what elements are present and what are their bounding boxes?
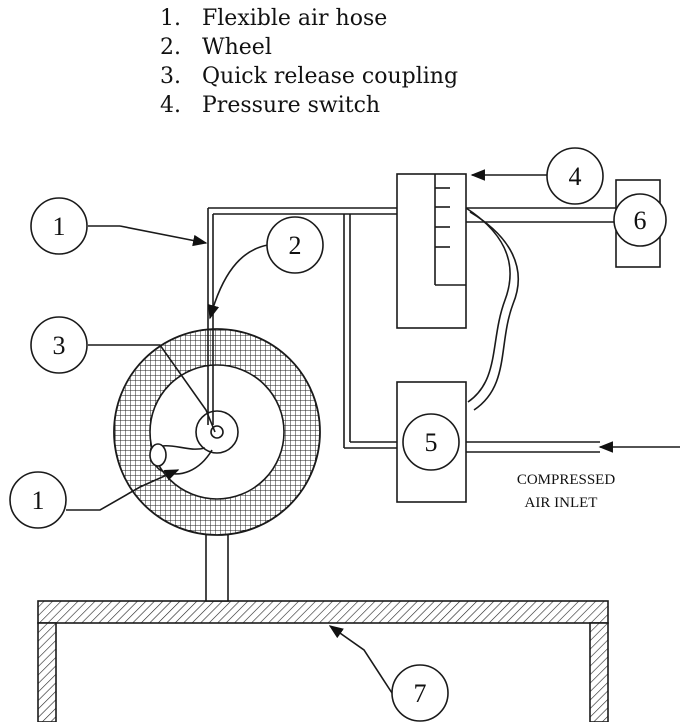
legend-item-2: 2. Wheel (160, 33, 458, 62)
inlet-label-line2: AIR INLET (525, 495, 598, 511)
signal-wire (469, 211, 520, 411)
legend-number: 3. (160, 64, 181, 89)
callout-4: 4 (546, 147, 604, 205)
legend-item-3: 3. Quick release coupling (160, 62, 458, 91)
air-lines (207, 207, 616, 453)
parts-legend: 1. Flexible air hose 2. Wheel 3. Quick r… (160, 4, 458, 120)
callout-label: 1 (53, 212, 66, 241)
legend-label: Quick release coupling (202, 64, 459, 89)
leader-arrow (207, 244, 269, 320)
legend-number: 4. (160, 93, 181, 118)
legend-item-1: 1. Flexible air hose (160, 4, 458, 33)
callout-3: 3 (30, 316, 88, 374)
legend-number: 1. (160, 6, 181, 31)
callout-5: 5 (402, 413, 460, 471)
inlet-label-line1: COMPRESSED (517, 472, 616, 488)
callout-label: 4 (569, 162, 582, 191)
callout-label: 5 (425, 428, 438, 457)
leader-arrow (119, 225, 208, 247)
legend-label: Flexible air hose (202, 6, 388, 31)
tyre-valve (149, 443, 167, 467)
callout-label: 2 (289, 231, 302, 260)
legend-item-4: 4. Pressure switch (160, 91, 458, 120)
callout-label: 3 (53, 331, 66, 360)
signal-wire (465, 207, 511, 403)
leader-line (88, 344, 216, 433)
legend-label: Pressure switch (202, 93, 381, 118)
pressure-switch (396, 173, 467, 329)
callout-1-bottom: 1 (9, 471, 67, 529)
callout-7: 7 (391, 664, 449, 722)
callout-label: 1 (32, 486, 45, 515)
callout-1-top: 1 (30, 197, 88, 255)
legend-number: 2. (160, 35, 181, 60)
leader-arrow (66, 469, 180, 511)
callout-label: 6 (634, 206, 647, 235)
base-table (37, 600, 609, 722)
legend-label: Wheel (202, 35, 272, 60)
callout-6: 6 (613, 193, 667, 247)
wheel (113, 328, 321, 536)
callout-label: 7 (414, 679, 427, 708)
callout-2: 2 (266, 216, 324, 274)
leader-arrow (328, 625, 393, 694)
